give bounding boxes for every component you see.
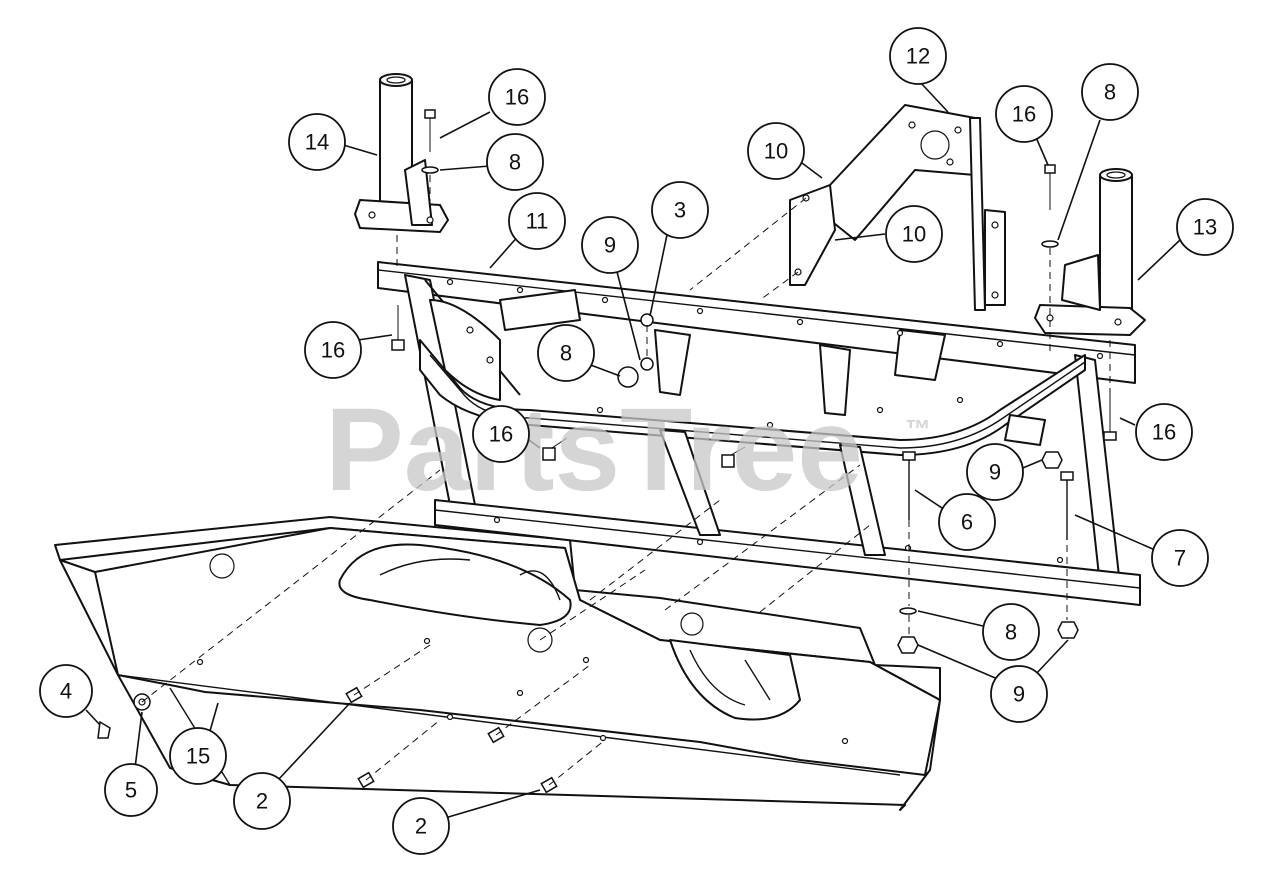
callout-7[interactable]: 7 — [1151, 529, 1209, 587]
fastener-bolt-16-top-right — [1044, 164, 1056, 210]
callout-9-mid[interactable]: 9 — [581, 216, 639, 274]
fastener-nut-3 — [640, 313, 654, 327]
callout-11[interactable]: 11 — [508, 192, 566, 250]
svg-text:16: 16 — [489, 422, 513, 447]
main-frame-part-11 — [377, 261, 1141, 606]
fastener-bolt-16-right — [1103, 392, 1117, 441]
svg-text:8: 8 — [509, 150, 521, 175]
partstree-watermark: PartsTree ™ — [325, 384, 931, 516]
fastener-screw-4 — [97, 720, 111, 739]
callout-9-lower[interactable]: 9 — [990, 665, 1048, 723]
svg-text:8: 8 — [1005, 620, 1017, 645]
upper-bracket-part-12 — [789, 104, 1006, 311]
fastener-washer-8-mid — [617, 366, 639, 388]
callout-leader-lines — [85, 81, 1181, 819]
callout-13[interactable]: 13 — [1176, 198, 1234, 256]
callout-8-top-right[interactable]: 8 — [1081, 63, 1139, 121]
left-tower-part-14 — [354, 73, 449, 233]
svg-text:15: 15 — [186, 744, 210, 769]
svg-text:9: 9 — [604, 233, 616, 258]
fastener-nut-9-lower-a — [897, 636, 919, 654]
callout-4[interactable]: 4 — [39, 664, 93, 718]
fastener-bolt-16-center-a — [542, 437, 568, 461]
svg-text:12: 12 — [906, 44, 930, 69]
callout-16-top-right[interactable]: 16 — [995, 85, 1053, 143]
fastener-washer-8-top-left — [421, 166, 439, 174]
callout-12[interactable]: 12 — [889, 27, 947, 85]
fastener-bolt-7 — [1060, 471, 1074, 540]
callout-8-top-left[interactable]: 8 — [486, 133, 544, 191]
callout-9-right[interactable]: 9 — [966, 443, 1024, 501]
svg-text:9: 9 — [1013, 682, 1025, 707]
callout-16-left[interactable]: 16 — [304, 321, 362, 379]
fastener-washer-8-lower — [899, 607, 917, 615]
svg-text:9: 9 — [989, 460, 1001, 485]
callout-5[interactable]: 5 — [104, 763, 158, 817]
fastener-bolt-16-center-b — [721, 446, 746, 468]
callout-10-bottom[interactable]: 10 — [885, 205, 943, 263]
fastener-washer-8-top-right — [1041, 240, 1059, 248]
svg-text:11: 11 — [526, 209, 549, 234]
svg-text:16: 16 — [505, 85, 529, 110]
fastener-nut-9-lower-b — [1057, 621, 1079, 639]
assembly-guide-lines — [141, 175, 1111, 786]
watermark-text: PartsTree — [325, 384, 863, 516]
callout-2-left[interactable]: 2 — [233, 772, 291, 830]
callout-8-mid[interactable]: 8 — [537, 324, 595, 382]
callout-2-bottom[interactable]: 2 — [392, 797, 450, 855]
svg-text:16: 16 — [1012, 102, 1036, 127]
svg-text:3: 3 — [674, 198, 686, 223]
svg-text:16: 16 — [321, 338, 345, 363]
svg-text:6: 6 — [961, 510, 973, 535]
callout-16-right[interactable]: 16 — [1135, 403, 1193, 461]
fastener-bolt-16-left — [391, 305, 405, 351]
frame-bolt-holes — [446, 278, 1104, 564]
watermark-trademark: ™ — [905, 414, 931, 444]
fastener-bolt-6 — [902, 451, 916, 520]
callout-10-top[interactable]: 10 — [747, 122, 805, 180]
callout-16-center[interactable]: 16 — [472, 405, 530, 463]
fastener-nut-9-right — [1041, 451, 1063, 469]
callout-16-top-left[interactable]: 16 — [488, 68, 546, 126]
svg-text:10: 10 — [764, 139, 788, 164]
right-tower-part-13 — [1034, 168, 1146, 336]
svg-text:13: 13 — [1193, 215, 1217, 240]
svg-text:2: 2 — [415, 814, 427, 839]
svg-text:14: 14 — [305, 130, 329, 155]
svg-text:7: 7 — [1174, 546, 1186, 571]
fastener-nut-9-mid — [640, 357, 654, 371]
callout-6[interactable]: 6 — [938, 493, 996, 551]
callout-3[interactable]: 3 — [651, 181, 709, 239]
callout-8-lower[interactable]: 8 — [982, 603, 1040, 661]
svg-text:10: 10 — [902, 222, 926, 247]
fastener-bolt-16-top-left — [424, 109, 436, 152]
svg-text:8: 8 — [1104, 80, 1116, 105]
svg-text:2: 2 — [256, 789, 268, 814]
svg-text:8: 8 — [560, 341, 572, 366]
svg-text:16: 16 — [1152, 420, 1176, 445]
callout-14[interactable]: 14 — [288, 113, 346, 171]
svg-text:5: 5 — [125, 778, 137, 803]
svg-text:4: 4 — [60, 679, 72, 704]
callout-15[interactable]: 15 — [169, 727, 227, 785]
